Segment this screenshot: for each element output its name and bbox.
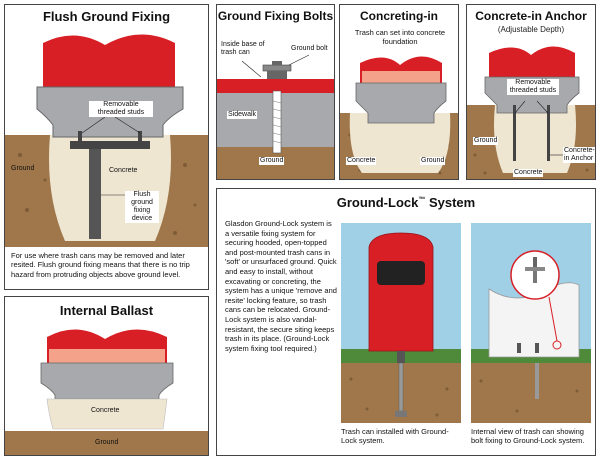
- panel-concrete-in-anchor: Concrete-in Anchor (Adjustable Depth) Re…: [466, 4, 596, 180]
- title-main: Ground-Lock: [336, 195, 419, 210]
- caption-installed: Trash can installed with Ground-Lock sys…: [341, 427, 449, 446]
- panel-title: Internal Ballast: [59, 303, 154, 318]
- label-ground: Ground: [11, 165, 35, 172]
- flush-fixing-illustration: [5, 34, 208, 247]
- label-base: Inside base of trash can: [221, 41, 265, 57]
- label-ground: Ground: [259, 157, 285, 166]
- panel-ground-fixing-bolts: Ground Fixing Bolts Inside base of trash…: [216, 4, 335, 180]
- ballast-illustration: [5, 329, 208, 455]
- title-suffix: System: [425, 195, 476, 210]
- label-sidewalk: Sidewalk: [227, 111, 258, 120]
- panel-title: Concreting-in: [360, 9, 438, 23]
- installed-can-illustration: [341, 223, 461, 423]
- label-bolt: Ground bolt: [291, 45, 328, 52]
- label-set: Trash can set into concrete foundation: [354, 28, 446, 46]
- trademark-mark: ™: [418, 196, 426, 204]
- panel-title: Concrete-in Anchor: [475, 9, 587, 23]
- bolts-illustration: [217, 54, 334, 179]
- label-concrete: Concrete: [91, 407, 120, 414]
- caption-internal-view: Internal view of trash can showing bolt …: [471, 427, 585, 446]
- label-studs: Removable threaded studs: [507, 79, 559, 96]
- label-concrete: Concrete: [109, 167, 138, 174]
- panel-title: Ground Fixing Bolts: [217, 9, 334, 23]
- panel-flush-ground-fixing: Flush Ground Fixing Removable threaded s…: [4, 4, 209, 290]
- panel-title: Flush Ground Fixing: [42, 9, 171, 24]
- caption-flush: For use where trash cans may be removed …: [11, 251, 190, 279]
- label-ground: Ground: [95, 439, 119, 446]
- panel-title: Ground-Lock™ System: [217, 195, 595, 210]
- panel-concreting-in: Concreting-in Trash can set into concret…: [339, 4, 459, 180]
- groundlock-description: Glasdon Ground-Lock system is a versatil…: [225, 219, 337, 353]
- label-concrete: Concrete: [346, 157, 377, 166]
- groundlock-illustrations: [341, 223, 591, 423]
- panel-subtitle: (Adjustable Depth): [497, 25, 565, 34]
- panel-internal-ballast: Internal Ballast Concrete Ground: [4, 296, 209, 456]
- label-device: Flush ground fixing device: [125, 191, 159, 224]
- panel-ground-lock-system: Ground-Lock™ System Glasdon Ground-Lock …: [216, 188, 596, 456]
- label-anchor: Concrete-in Anchor: [563, 147, 595, 164]
- label-concrete: Concrete: [513, 169, 544, 178]
- internal-view-illustration: [471, 223, 591, 423]
- label-ground: Ground: [420, 157, 446, 166]
- label-ground: Ground: [473, 137, 499, 146]
- label-studs: Removable threaded studs: [89, 101, 153, 118]
